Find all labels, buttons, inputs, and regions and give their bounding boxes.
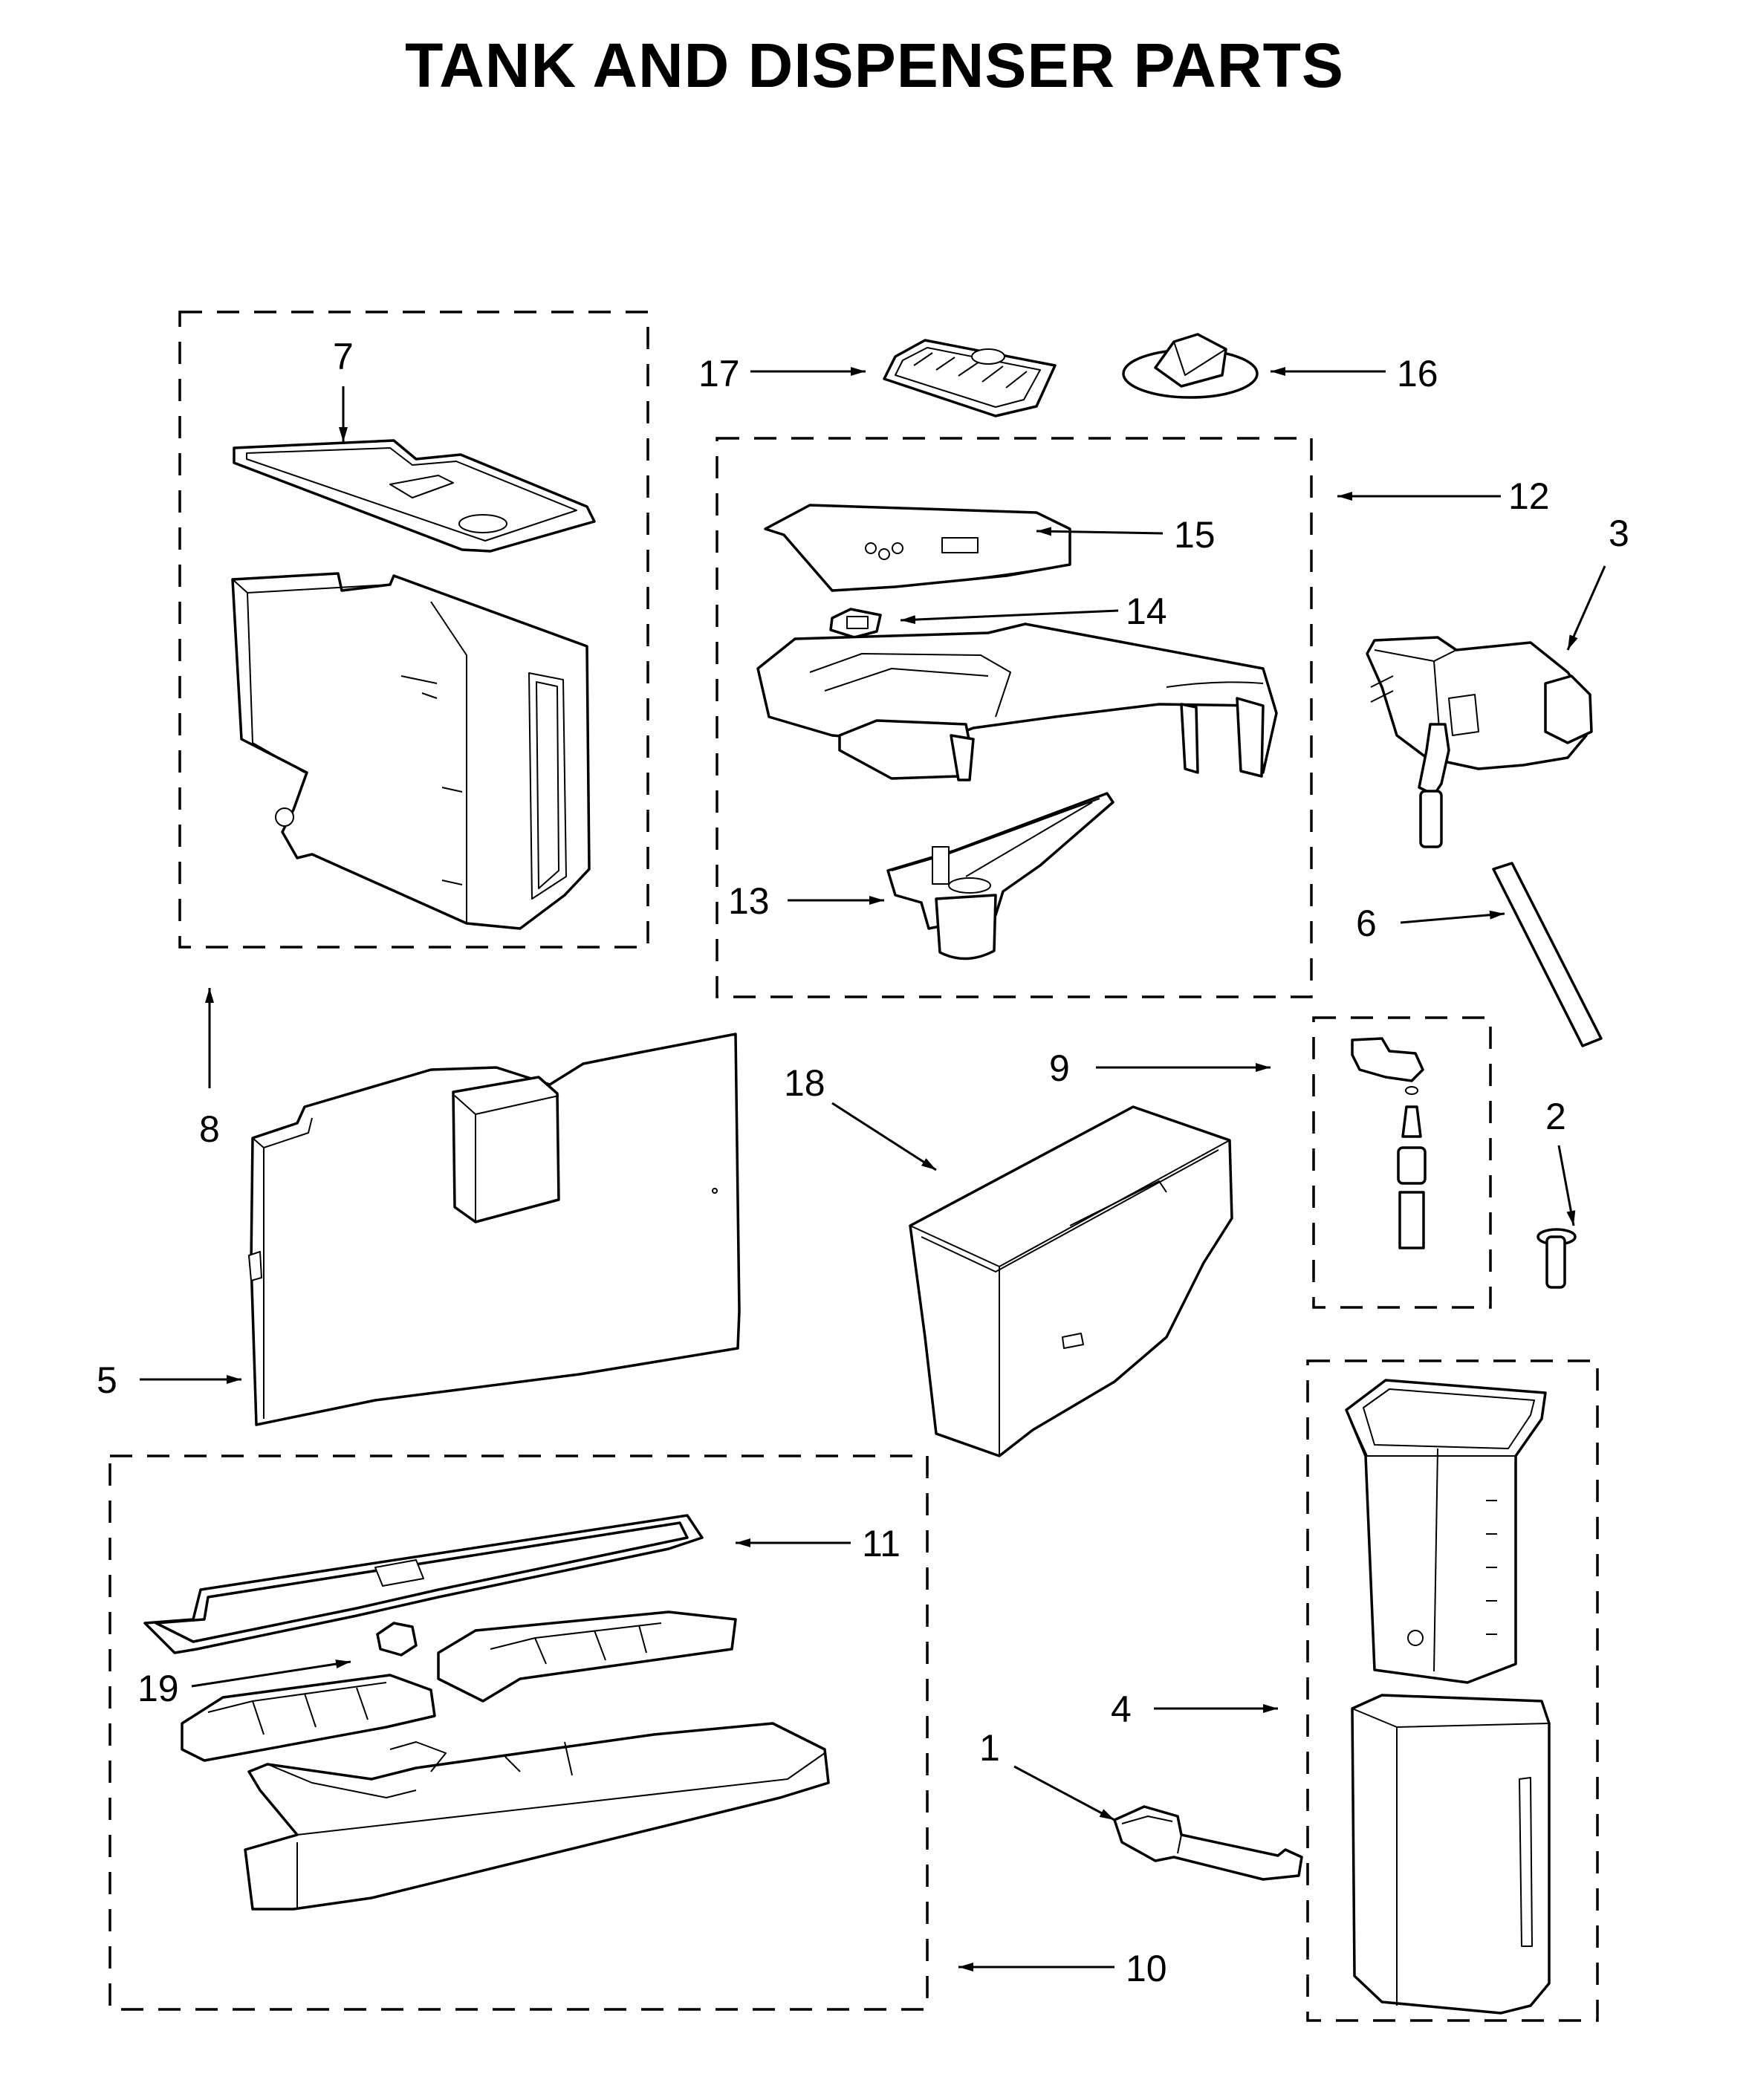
callout-labels: 7 8 17 16 12 3 15 14 13 6 9 18 2 5 11 19…	[97, 336, 1629, 1989]
group-box-valve-9	[1312, 1016, 1492, 1309]
part-tube	[1492, 862, 1603, 1047]
callout-3: 3	[1609, 513, 1629, 554]
callout-17: 17	[698, 353, 740, 394]
group-box-drip-tray-10	[108, 1454, 929, 2011]
part-tank-lid	[233, 439, 596, 553]
part-valve-stack	[1351, 1037, 1427, 1249]
leader-3	[1566, 565, 1606, 651]
part-milk-container	[1345, 1379, 1551, 2015]
part-drip-tray-cover	[143, 1514, 704, 1654]
callout-18: 18	[784, 1062, 825, 1104]
group-box-tank-7-8	[178, 311, 649, 949]
part-float-cap	[1122, 333, 1259, 399]
callout-2: 2	[1545, 1096, 1566, 1137]
part-grate	[883, 339, 1057, 417]
part-scoop	[1113, 1805, 1303, 1881]
callout-19: 19	[137, 1668, 179, 1709]
leader-14	[900, 609, 1119, 625]
callout-4: 4	[1111, 1688, 1132, 1730]
leader-lines	[140, 367, 1606, 1971]
part-drip-tray	[181, 1610, 830, 1911]
callout-1: 1	[979, 1727, 1000, 1769]
part-dispenser-valve	[1366, 636, 1593, 848]
page-title: TANK AND DISPENSER PARTS	[405, 30, 1344, 100]
part-top-cover	[764, 504, 1071, 592]
callout-6: 6	[1356, 903, 1377, 944]
part-side-panel	[248, 1033, 741, 1426]
part-funnel	[886, 792, 1114, 960]
callout-8: 8	[199, 1108, 220, 1150]
part-plug	[376, 1622, 418, 1657]
callout-16: 16	[1397, 353, 1438, 394]
callout-7: 7	[333, 336, 354, 377]
group-box-dispenser-12	[716, 437, 1313, 998]
callout-15: 15	[1174, 514, 1216, 556]
leader-2	[1557, 1145, 1576, 1226]
leader-1	[1013, 1765, 1115, 1821]
callout-11: 11	[862, 1523, 901, 1564]
leader-19	[191, 1659, 351, 1688]
part-container	[909, 1105, 1233, 1457]
leader-15	[1036, 527, 1164, 536]
callout-9: 9	[1049, 1047, 1070, 1089]
leader-6	[1400, 910, 1505, 924]
group-box-milk-container-4	[1306, 1359, 1599, 2022]
part-water-tank	[231, 572, 591, 930]
part-pin	[1537, 1228, 1577, 1289]
part-clip	[829, 608, 882, 639]
callout-12: 12	[1508, 475, 1550, 517]
callout-14: 14	[1126, 591, 1167, 632]
callout-13: 13	[728, 880, 770, 922]
callout-10: 10	[1126, 1948, 1167, 1989]
leader-18	[831, 1102, 937, 1171]
part-dispenser-housing	[756, 622, 1278, 781]
callout-5: 5	[97, 1359, 117, 1401]
